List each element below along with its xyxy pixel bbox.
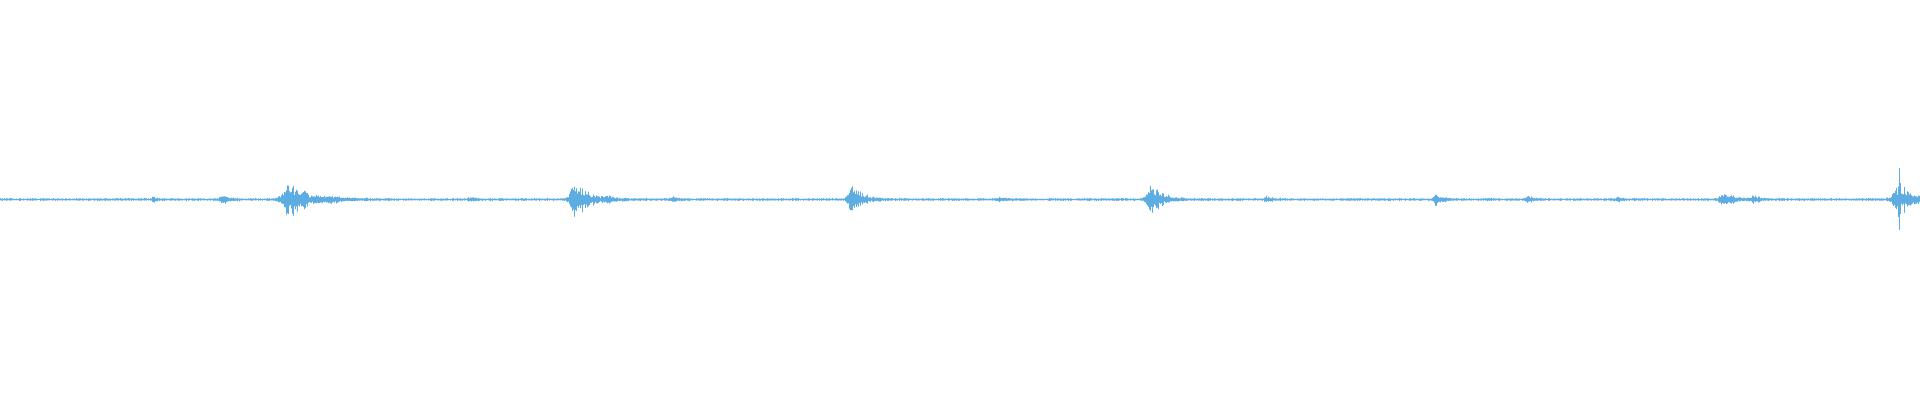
waveform-path	[0, 168, 1920, 230]
